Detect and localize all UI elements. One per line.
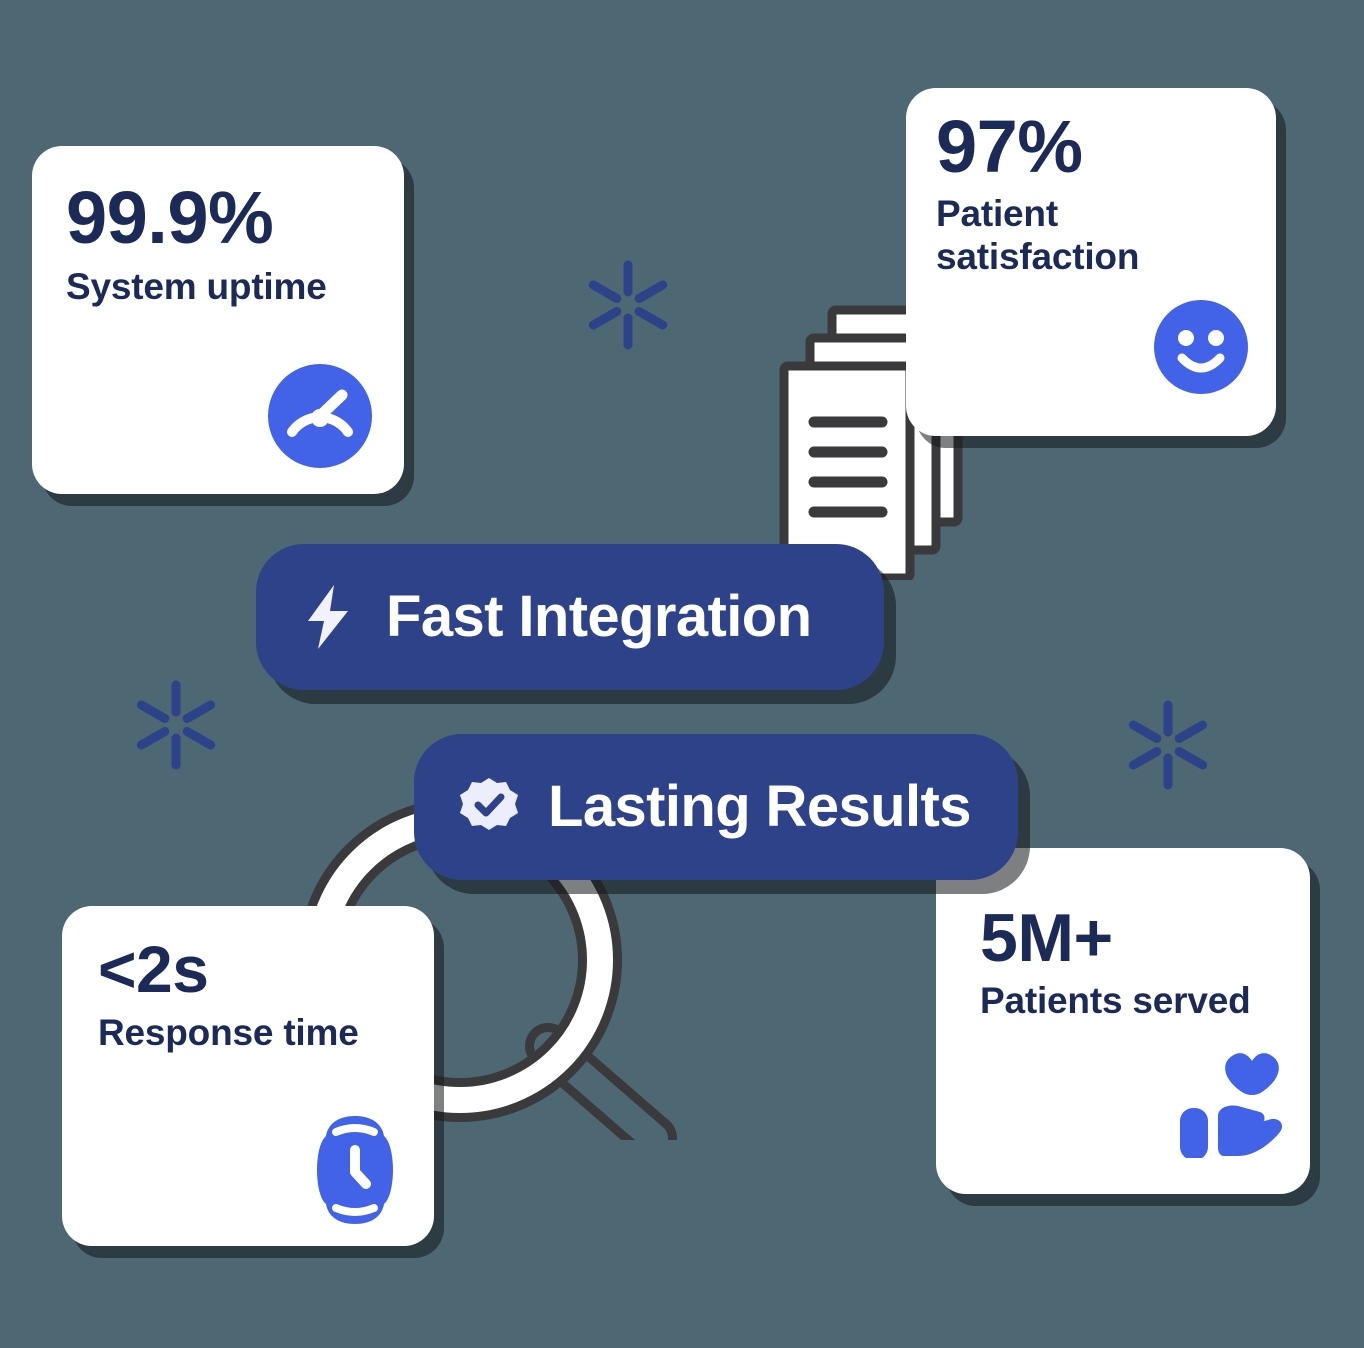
smiley-face-icon: [1154, 300, 1248, 394]
pill-fast-integration[interactable]: Fast Integration: [256, 544, 884, 690]
stat-value-patient-satisfaction: 97%: [936, 105, 1083, 188]
document-stack-icon: [768, 300, 988, 583]
stat-card-response-time[interactable]: <2s Response time: [62, 906, 434, 1246]
heart-in-hand-icon: [1180, 1053, 1283, 1158]
verified-badge-check-icon: [460, 778, 518, 830]
stat-label-system-uptime: System uptime: [66, 266, 327, 307]
stat-value-system-uptime: 99.9%: [66, 176, 274, 259]
sparkle-mid-right: [1118, 695, 1218, 795]
stat-card-patient-satisfaction[interactable]: 97% Patient satisfaction: [906, 88, 1276, 436]
smartwatch-icon: [317, 1116, 393, 1224]
pill-label-fast-integration: Fast Integration: [386, 584, 812, 649]
sparkle-top-center: [578, 255, 678, 355]
sparkle-mid-left: [126, 675, 226, 775]
stat-label-patients-served: Patients served: [980, 980, 1251, 1021]
stat-card-patients-served[interactable]: 5M+ Patients served: [936, 848, 1310, 1194]
stat-card-system-uptime[interactable]: 99.9% System uptime: [32, 146, 404, 494]
stat-value-patients-served: 5M+: [980, 900, 1113, 976]
stat-label-patient-satisfaction-line2: satisfaction: [936, 236, 1140, 277]
lightning-bolt-icon: [308, 585, 348, 649]
speedometer-icon-graphic: [268, 364, 372, 468]
pill-label-lasting-results: Lasting Results: [548, 774, 971, 839]
stat-label-response-time: Response time: [98, 1012, 359, 1053]
stat-label-patient-satisfaction-line1: Patient: [936, 193, 1058, 234]
stat-value-response-time: <2s: [98, 932, 209, 1006]
pill-lasting-results[interactable]: Lasting Results: [414, 734, 1018, 880]
